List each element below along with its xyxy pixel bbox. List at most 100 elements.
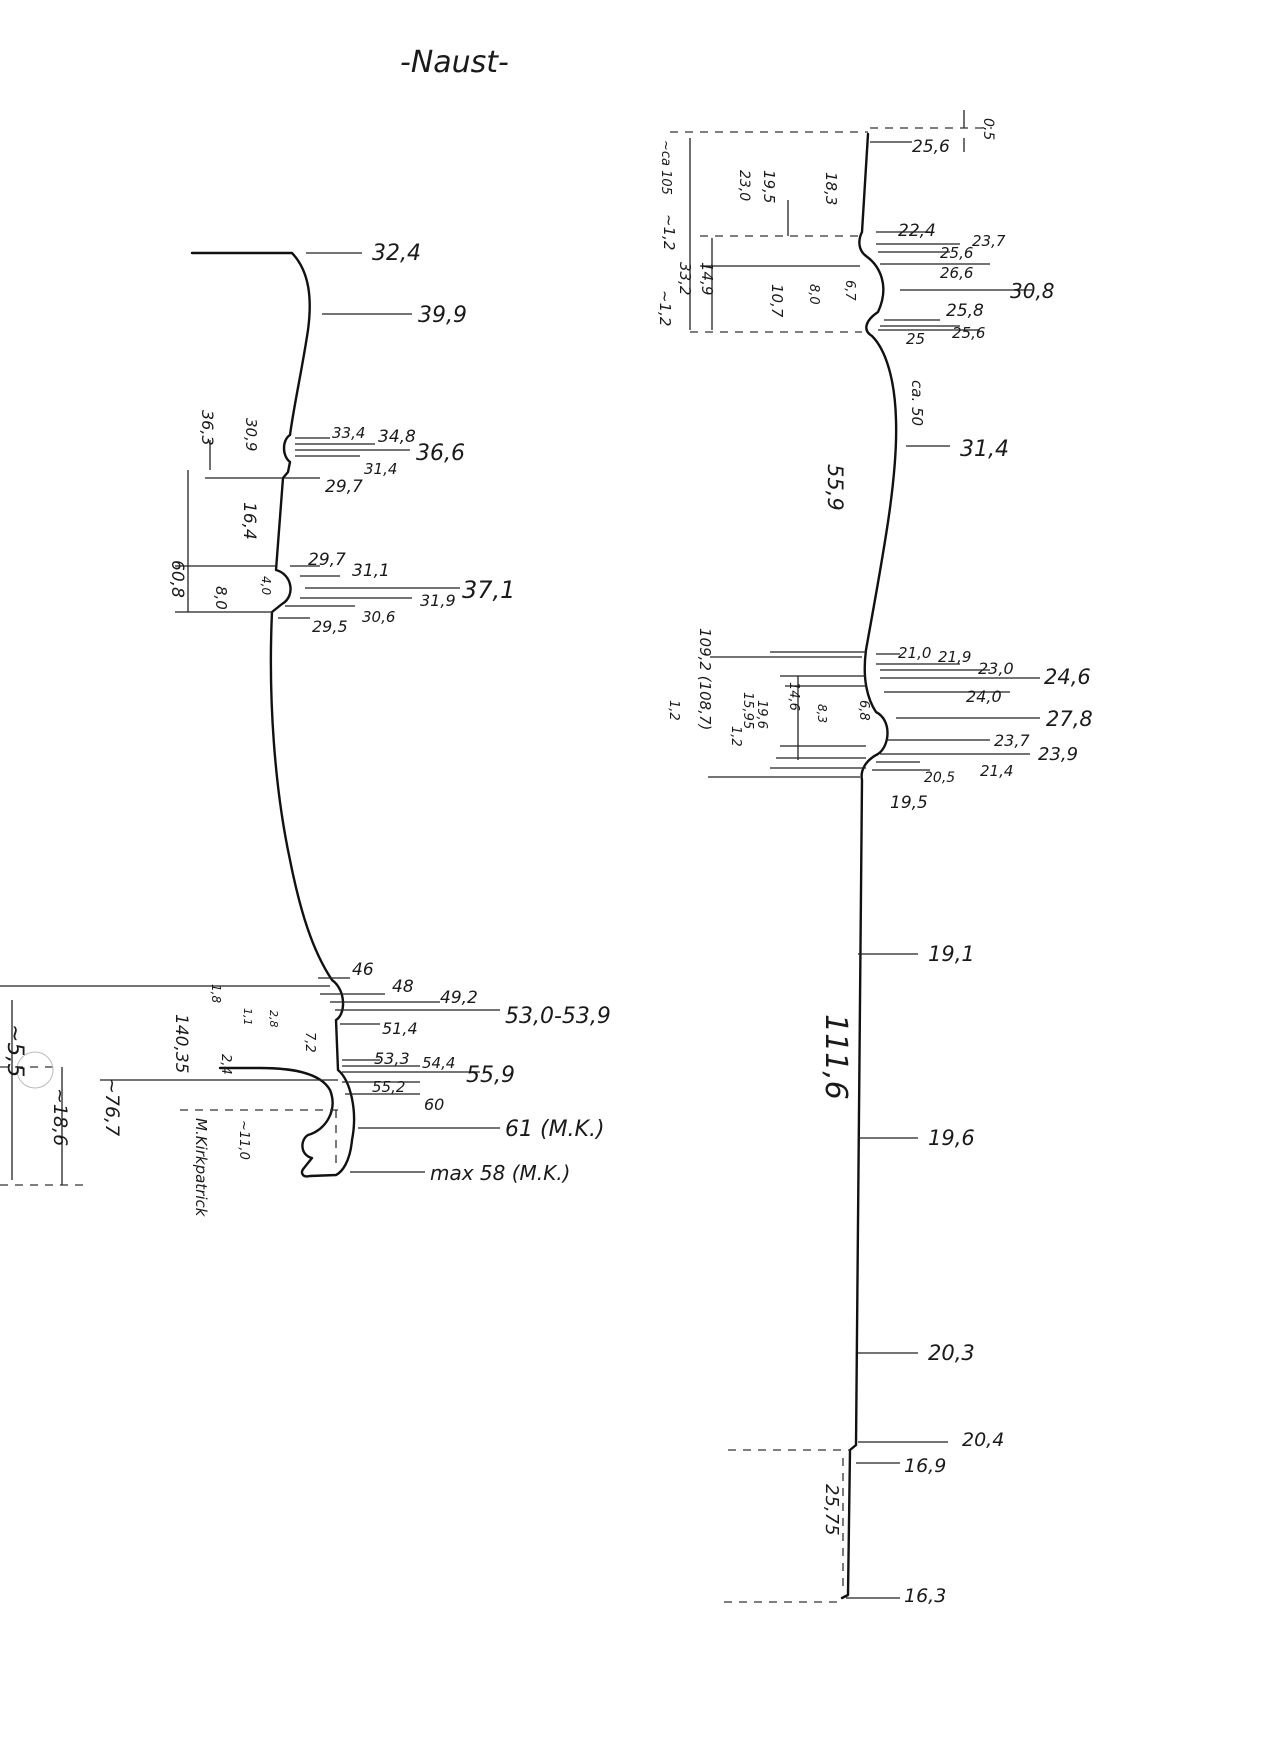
right-label-20-3: 20,3	[928, 1341, 975, 1365]
right-label-19-5: 19,5	[890, 793, 928, 813]
left-label-55-9: 55,9	[466, 1063, 515, 1088]
right-label-22-4: 22,4	[898, 221, 936, 241]
right-vlabel-19-6: 19,6	[754, 700, 769, 729]
left-label-37-1: 37,1	[462, 576, 515, 604]
left-label-54-4: 54,4	[422, 1054, 455, 1072]
right-vlabel-10-7: 10,7	[768, 284, 786, 318]
left-vlabel-2-8: 2,8	[267, 1010, 280, 1028]
left-vlabel-16-4: 16,4	[239, 502, 259, 540]
left-label-31-1: 31,1	[352, 561, 390, 581]
right-label-21-9: 21,9	[938, 648, 971, 666]
right-label-27-8: 27,8	[1046, 707, 1093, 731]
right-label-23-7: 23,7	[972, 232, 1006, 250]
right-label-23-7b: 23,7	[994, 731, 1030, 750]
left-label-34-8: 34,8	[378, 427, 416, 447]
left-label-48: 48	[392, 977, 414, 997]
right-label-25-6b: 25,6	[940, 244, 973, 262]
left-label-49-2: 49,2	[440, 988, 478, 1008]
right-vlabel-15-95: 15,95	[740, 692, 755, 729]
right-vlabel-6-7: 6,7	[842, 280, 857, 301]
right-label-25: 25	[906, 330, 925, 348]
left-vlabel-5-5: ~5,5	[2, 1024, 27, 1077]
left-vlabel-36-3: 36,3	[198, 410, 217, 446]
right-label-19-1: 19,1	[928, 942, 975, 966]
right-label-24-0: 24,0	[966, 687, 1002, 706]
left-vlabel-kirkpatrick: M.Kirkpatrick	[192, 1118, 210, 1218]
left-label-53-3: 53,3	[374, 1049, 410, 1068]
right-vlabel-55-9: 55,9	[823, 464, 847, 511]
left-label-29-7b: 29,7	[308, 550, 346, 570]
right-label-21-4: 21,4	[980, 762, 1013, 780]
left-vlabel-7-2: 7,2	[302, 1032, 317, 1053]
right-label-23-0: 23,0	[978, 659, 1014, 678]
left-vlabel-1-1: 1,1	[241, 1008, 254, 1026]
right-vertical-labels: ~ca 105 23,0 19,5 18,3 ~1,2 14,9 33,2 ~1…	[656, 140, 871, 1536]
right-vlabel-14-9: 14,9	[698, 262, 716, 295]
right-vlabel-1-2d: 1,2	[728, 726, 743, 747]
right-vlabel-8-0: 8,0	[806, 284, 821, 305]
left-label-53-0-53-9: 53,0-53,9	[505, 1004, 611, 1029]
left-profile	[0, 251, 500, 1186]
left-vlabel-60-8: 60,8	[167, 560, 187, 598]
left-label-39-9: 39,9	[418, 303, 467, 328]
left-vlabel-76-7: ~76,7	[101, 1078, 123, 1136]
left-profile-outline	[190, 251, 356, 1178]
left-vlabel-140-35: 140,35	[171, 1014, 191, 1073]
left-label-51-4: 51,4	[382, 1019, 418, 1038]
right-label-20-5: 20,5	[924, 770, 955, 786]
right-labels: 0,5 25,6 22,4 23,7 25,6 26,6 30,8 25,8 2…	[890, 118, 1093, 1607]
right-vlabel-111-6: 111,6	[818, 1014, 853, 1100]
right-label-25-6: 25,6	[912, 137, 950, 157]
right-vlabel-1-2c: 1,2	[666, 700, 681, 721]
right-label-21-0: 21,0	[898, 644, 931, 662]
left-label-31-9: 31,9	[420, 591, 456, 610]
right-label-23-9: 23,9	[1038, 744, 1078, 765]
left-label-60: 60	[424, 1095, 444, 1114]
left-vlabel-2-4: 2,4	[218, 1054, 233, 1075]
left-label-30-6: 30,6	[362, 608, 395, 626]
right-label-19-6: 19,6	[928, 1126, 975, 1150]
right-label-20-4: 20,4	[962, 1429, 1004, 1451]
left-label-29-5: 29,5	[312, 617, 348, 636]
right-vlabel-8-3: 8,3	[815, 704, 829, 723]
right-label-25-6c: 25,6	[952, 324, 985, 342]
left-label-33-4: 33,4	[332, 424, 365, 442]
right-vlabel-19-5: 19,5	[760, 170, 778, 203]
drawing-title: -Naust-	[400, 45, 509, 80]
right-vlabel-109-2: 109,2 (108,7)	[696, 628, 714, 730]
right-label-30-8: 30,8	[1010, 279, 1055, 303]
right-vlabel-6-8: 6,8	[856, 700, 871, 721]
left-label-32-4: 32,4	[372, 241, 421, 266]
right-vlabel-ca-105: ~ca 105	[658, 140, 673, 195]
right-label-16-3: 16,3	[904, 1585, 946, 1607]
left-label-31-4: 31,4	[364, 460, 397, 478]
left-label-29-7: 29,7	[325, 477, 363, 497]
left-label-61-mk: 61 (M.K.)	[505, 1117, 605, 1142]
right-label-26-6: 26,6	[940, 264, 973, 282]
right-vlabel-14-6: 14,6	[786, 682, 801, 711]
left-label-55-2: 55,2	[372, 1078, 405, 1096]
left-vlabel-8-0: 8,0	[212, 586, 230, 610]
right-label-24-6: 24,6	[1044, 665, 1091, 689]
right-profile	[670, 110, 1040, 1603]
right-vlabel-33-2: 33,2	[676, 262, 694, 295]
right-vlabel-1-2b: ~1,2	[656, 290, 674, 326]
right-profile-outline	[840, 132, 898, 1600]
right-vlabel-23-0: 23,0	[736, 170, 752, 201]
left-label-max-58-mk: max 58 (M.K.)	[430, 1161, 570, 1185]
left-vlabel-1-8: 1,8	[209, 984, 223, 1003]
right-vlabel-1-2a: ~1,2	[660, 214, 678, 250]
right-vlabel-18-3: 18,3	[822, 172, 840, 205]
right-label-0-5: 0,5	[980, 118, 996, 140]
left-label-46: 46	[352, 960, 374, 980]
left-vlabel-11-0: ~11,0	[236, 1120, 251, 1160]
left-label-36-6: 36,6	[416, 441, 465, 466]
left-vlabel-18-6: ~18,6	[49, 1088, 71, 1146]
right-label-ca-50: ca. 50	[908, 380, 926, 426]
left-vlabel-4-0: 4,0	[259, 576, 273, 595]
left-labels: 32,4 39,9 33,4 34,8 36,6 31,4 29,7 29,7 …	[308, 241, 611, 1185]
right-label-31-4: 31,4	[960, 437, 1009, 462]
left-vlabel-30-9: 30,9	[242, 418, 260, 451]
right-vlabel-25-75: 25,75	[821, 1484, 842, 1536]
